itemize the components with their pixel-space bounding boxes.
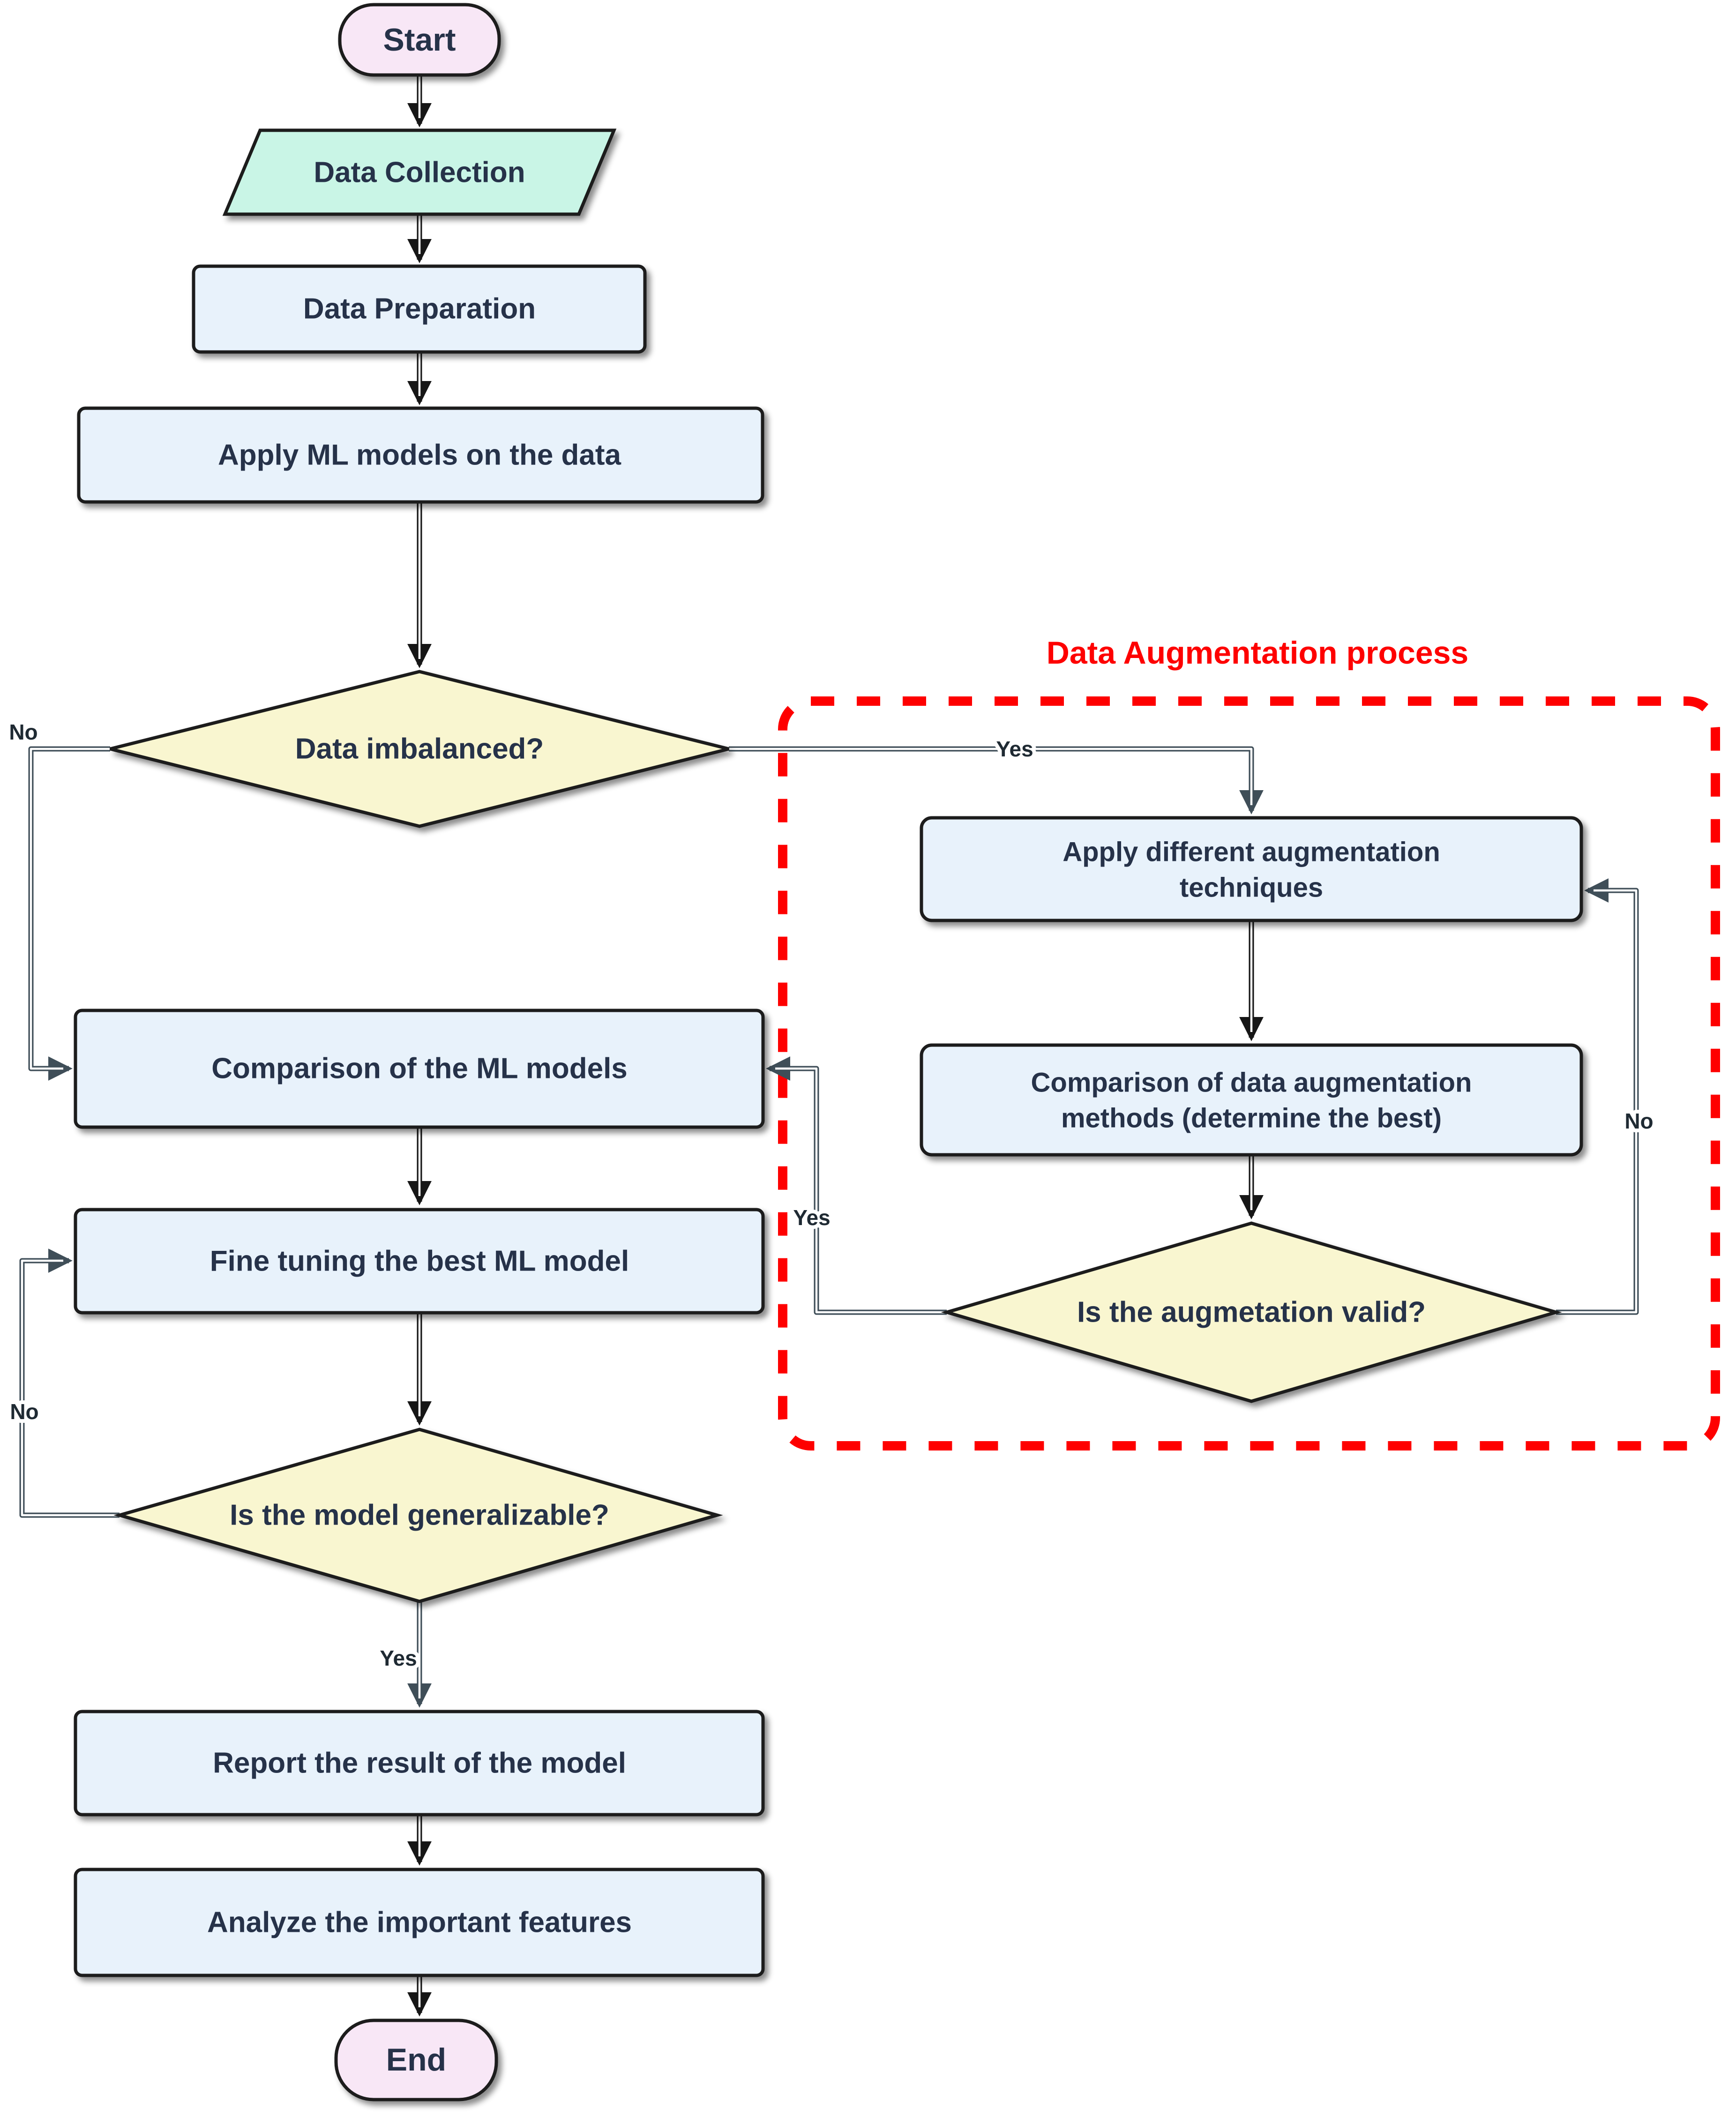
svg-text:methods (determine the best): methods (determine the best) xyxy=(1061,1103,1442,1134)
node-end: End xyxy=(334,2019,498,2101)
edge-imbalanced-no-to-comparison-ml xyxy=(28,746,110,1081)
node-data-preparation: Data Preparation xyxy=(192,264,647,354)
node-start: Start xyxy=(338,3,501,77)
node-comparison-augmentation: Comparison of data augmentation methods … xyxy=(920,1043,1583,1157)
svg-text:Start: Start xyxy=(383,22,456,58)
node-report-result: Report the result of the model xyxy=(74,1710,765,1817)
node-fine-tuning: Fine tuning the best ML model xyxy=(74,1208,765,1315)
svg-text:Comparison of the ML models: Comparison of the ML models xyxy=(211,1053,628,1085)
edge-valid-yes-to-comparison-ml xyxy=(766,1056,947,1315)
data-augmentation-region-title: Data Augmentation process xyxy=(1047,635,1469,671)
svg-text:Fine tuning the best ML model: Fine tuning the best ML model xyxy=(210,1245,629,1278)
svg-text:Data Preparation: Data Preparation xyxy=(303,293,536,325)
edge-label-imbalanced-yes: Yes xyxy=(996,737,1033,761)
node-apply-augmentation: Apply different augmentation techniques xyxy=(920,816,1583,922)
edge-valid-no-to-apply-augmentation xyxy=(1556,878,1639,1315)
svg-text:End: End xyxy=(386,2042,446,2078)
node-data-imbalanced-decision: Data imbalanced? xyxy=(110,670,729,828)
svg-text:techniques: techniques xyxy=(1180,873,1323,903)
edge-label-valid-no: No xyxy=(1624,1109,1653,1133)
node-analyze-features: Analyze the important features xyxy=(74,1868,765,1977)
svg-text:Is the augmetation valid?: Is the augmetation valid? xyxy=(1077,1296,1426,1329)
edge-generalizable-no-to-fine-tuning xyxy=(19,1249,120,1518)
node-generalizable-decision: Is the model generalizable? xyxy=(113,1428,723,1603)
edge-label-generalizable-no: No xyxy=(10,1399,38,1424)
svg-text:Comparison of data augmentatio: Comparison of data augmentation xyxy=(1031,1068,1472,1098)
svg-text:Apply ML models on the data: Apply ML models on the data xyxy=(218,439,621,471)
svg-text:Analyze the important features: Analyze the important features xyxy=(207,1907,632,1939)
node-apply-ml-models: Apply ML models on the data xyxy=(77,406,764,504)
node-comparison-ml-models: Comparison of the ML models xyxy=(74,1009,765,1129)
svg-text:Report the result of the model: Report the result of the model xyxy=(213,1747,626,1780)
node-data-collection: Data Collection xyxy=(222,128,617,216)
edge-label-imbalanced-no: No xyxy=(9,720,37,744)
edge-label-valid-yes: Yes xyxy=(793,1205,830,1230)
edge-imbalanced-yes-to-apply-augmentation xyxy=(729,746,1264,815)
svg-text:Is the model generalizable?: Is the model generalizable? xyxy=(230,1499,609,1532)
svg-text:Data imbalanced?: Data imbalanced? xyxy=(295,733,544,765)
svg-text:Data Collection: Data Collection xyxy=(314,157,525,189)
node-augmentation-valid-decision: Is the augmetation valid? xyxy=(941,1221,1562,1403)
edge-label-generalizable-yes: Yes xyxy=(380,1646,417,1670)
svg-text:Apply different augmentation: Apply different augmentation xyxy=(1063,837,1440,867)
